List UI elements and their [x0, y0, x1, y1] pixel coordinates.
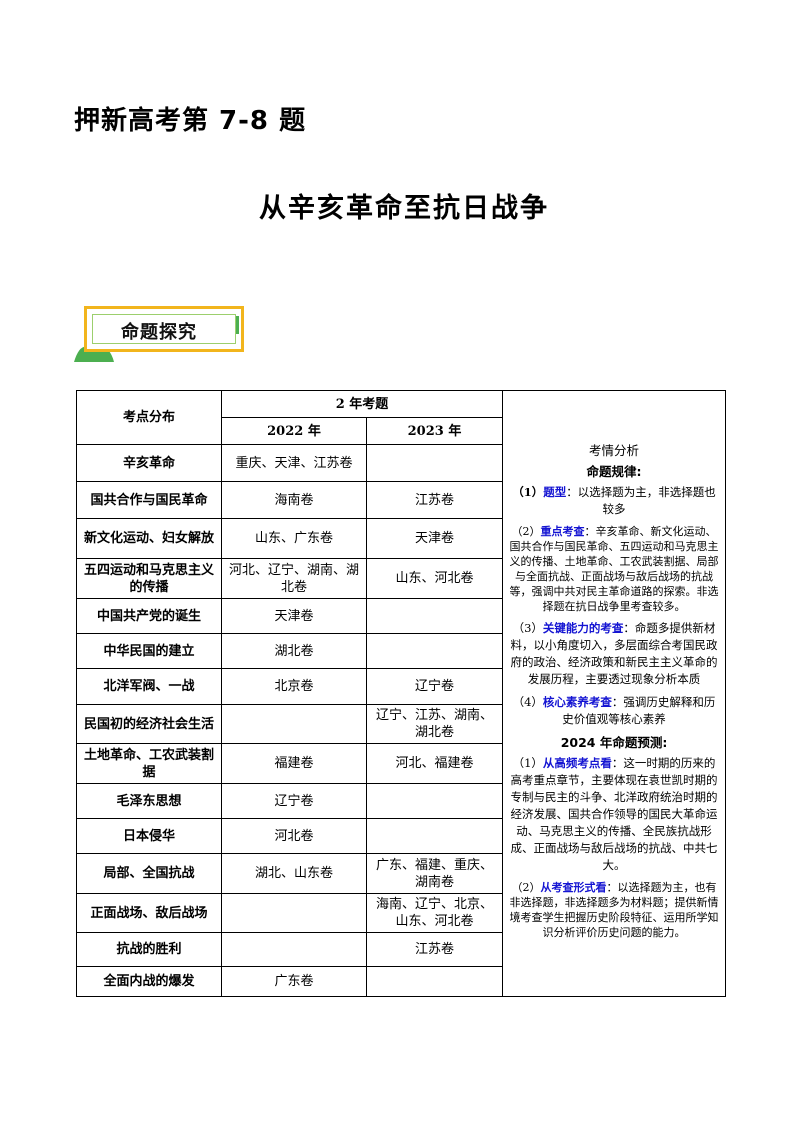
topic-cell: 民国初的经济社会生活 — [76, 704, 222, 744]
cell-2023 — [365, 966, 504, 997]
cell-2022: 北京卷 — [221, 668, 367, 705]
forecast-item-2: （2）从考查形式看：以选择题为主，也有非选择题，非选择题多为材料题；提供新情境考… — [509, 880, 719, 939]
cell-2023: 海南、辽宁、北京、山东、河北卷 — [365, 893, 504, 933]
cell-2022: 辽宁卷 — [221, 783, 367, 819]
header-years: 2 年考题 — [220, 390, 504, 418]
cell-2023 — [365, 818, 504, 854]
cell-2022: 重庆、天津、江苏卷 — [221, 444, 367, 482]
cell-2023: 河北、福建卷 — [365, 743, 504, 784]
table-row: 新文化运动、妇女解放山东、广东卷天津卷 — [76, 518, 726, 559]
forecast-item-1: （1）从高频考点看：这一时期的历来的高考重点章节，主要体现在袁世凯时期的专制与民… — [510, 755, 718, 872]
rule-item-1: （1）题型：以选择题为主，非选择题也较多 — [512, 484, 716, 516]
cell-2022: 天津卷 — [221, 598, 367, 634]
table-row: 中华民国的建立湖北卷 — [76, 633, 726, 669]
rule-item-4: （4）核心素养考查：强调历史解释和历史价值观等核心素养 — [512, 694, 716, 726]
cell-2022: 河北卷 — [221, 818, 367, 854]
cell-2023: 辽宁、江苏、湖南、湖北卷 — [365, 704, 504, 744]
cell-2022: 河北、辽宁、湖南、湖北卷 — [221, 558, 367, 599]
cell-2022 — [221, 932, 367, 967]
badge-frame: 命题探究 — [84, 306, 244, 352]
table-row: 局部、全国抗战湖北、山东卷广东、福建、重庆、湖南卷 — [76, 853, 726, 894]
badge-accent-bar — [236, 316, 239, 334]
table-row: 辛亥革命重庆、天津、江苏卷 — [76, 444, 726, 482]
topic-cell: 中华民国的建立 — [76, 633, 222, 669]
table-row: 北洋军阀、一战北京卷辽宁卷 — [76, 668, 726, 705]
cell-2022: 山东、广东卷 — [221, 518, 367, 559]
cell-2023 — [365, 444, 504, 482]
topic-cell: 全面内战的爆发 — [76, 966, 222, 997]
topic-cell: 局部、全国抗战 — [76, 853, 222, 894]
topic-cell: 北洋军阀、一战 — [76, 668, 222, 705]
header-2023: 2023 年 — [365, 417, 504, 445]
topic-cell: 中国共产党的诞生 — [76, 598, 222, 634]
topic-cell: 新文化运动、妇女解放 — [76, 518, 222, 559]
cell-2022: 湖北卷 — [221, 633, 367, 669]
forecast-title: 2024 年命题预测: — [560, 734, 668, 750]
cell-2023: 江苏卷 — [365, 481, 504, 519]
table-row: 国共合作与国民革命海南卷江苏卷 — [76, 481, 726, 519]
rule-title: 命题规律: — [586, 463, 642, 479]
cell-2022: 福建卷 — [221, 743, 367, 784]
topic-cell: 抗战的胜利 — [76, 932, 222, 967]
page-heading: 押新高考第 7-8 题 — [74, 106, 307, 136]
table-row: 民国初的经济社会生活 辽宁、江苏、湖南、湖北卷 — [76, 704, 726, 744]
topic-cell: 正面战场、敌后战场 — [76, 893, 222, 933]
table-row: 土地革命、工农武装割据福建卷河北、福建卷 — [76, 743, 726, 784]
cell-2022 — [221, 893, 367, 933]
cell-2022: 湖北、山东卷 — [221, 853, 367, 894]
rule-item-3: （3）关键能力的考查：命题多提供新材料，以小角度切入，多层面综合考国民政府的政治… — [510, 620, 718, 686]
cell-2023: 广东、福建、重庆、湖南卷 — [365, 853, 504, 894]
cell-2023 — [365, 633, 504, 669]
header-2022: 2022 年 — [221, 417, 367, 445]
topic-cell: 毛泽东思想 — [76, 783, 222, 819]
cell-2023: 天津卷 — [365, 518, 504, 559]
cell-2022: 海南卷 — [221, 481, 367, 519]
cell-2023 — [365, 598, 504, 634]
topic-cell: 国共合作与国民革命 — [76, 481, 222, 519]
table-row: 抗战的胜利 江苏卷 — [76, 932, 726, 967]
table-row: 日本侵华河北卷 — [76, 818, 726, 854]
topic-cell: 土地革命、工农武装割据 — [76, 743, 222, 784]
table-row: 中国共产党的诞生天津卷 — [76, 598, 726, 634]
topic-cell: 五四运动和马克思主义的传播 — [76, 558, 222, 599]
table-row: 毛泽东思想辽宁卷 — [76, 783, 726, 819]
cell-2023 — [365, 783, 504, 819]
cell-2023: 辽宁卷 — [365, 668, 504, 705]
section-badge: 命题探究 — [74, 306, 254, 362]
table-row: 全面内战的爆发广东卷 — [76, 966, 726, 997]
cell-2023: 山东、河北卷 — [365, 558, 504, 599]
header-topic: 考点分布 — [76, 390, 222, 445]
analysis-panel: 考情分析 命题规律: （1）题型：以选择题为主，非选择题也较多 （2）重点考查：… — [502, 390, 727, 997]
cell-2023: 江苏卷 — [365, 932, 504, 967]
badge-label: 命题探究 — [121, 322, 197, 343]
page-title: 从辛亥革命至抗日战争 — [259, 193, 549, 224]
analysis-title: 考情分析 — [589, 442, 640, 458]
cell-2022 — [221, 704, 367, 744]
rule-item-2: （2）重点考查：辛亥革命、新文化运动、国共合作与国民革命、五四运动和马克思主义的… — [509, 524, 719, 613]
cell-2022: 广东卷 — [221, 966, 367, 997]
topic-cell: 辛亥革命 — [76, 444, 222, 482]
topic-cell: 日本侵华 — [76, 818, 222, 854]
exam-table: 考点分布 2 年考题 考情分析 命题规律: （1）题型：以选择题为主，非选择题也… — [76, 390, 727, 997]
